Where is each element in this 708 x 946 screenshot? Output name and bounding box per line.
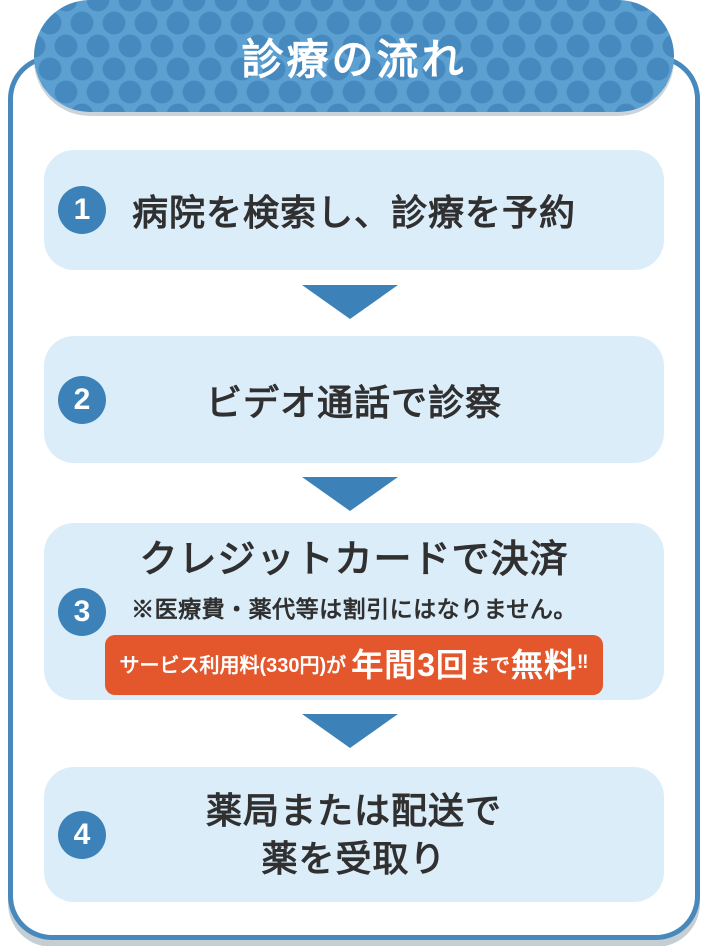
step-2-number-badge: 2 bbox=[58, 375, 106, 424]
page-title: 診療の流れ bbox=[241, 35, 467, 83]
step-1-title: 病院を検索し、診療を予約 bbox=[131, 192, 576, 233]
badge-highlight-free: 無料 bbox=[511, 647, 578, 683]
step-4-title-line1: 薬局または配送で bbox=[205, 789, 502, 831]
step-4-title-line2: 薬を受取り bbox=[261, 837, 447, 879]
badge-emphasis: ‼ bbox=[577, 652, 589, 673]
badge-highlight-times: 年間3回 bbox=[351, 647, 469, 683]
step-1-search-hospital: 1 病院を検索し、診療を予約 bbox=[44, 150, 664, 270]
badge-prefix: サービス利用料(330円)が bbox=[119, 654, 347, 677]
step-3-number-badge: 3 bbox=[58, 587, 106, 636]
header-banner: 診療の流れ bbox=[34, 0, 674, 112]
step-4-receive-medicine: 4 薬局または配送で 薬を受取り bbox=[44, 767, 664, 902]
step-3-note: ※医療費・薬代等は割引にはなりません。 bbox=[131, 596, 577, 622]
step-1-number-badge: 1 bbox=[58, 186, 106, 234]
free-service-badge: サービス利用料(330円)が 年間3回 まで 無料 ‼ bbox=[105, 635, 603, 695]
badge-connector: まで bbox=[470, 654, 510, 677]
step-2-video-consult: 2 ビデオ通話で診察 bbox=[44, 336, 664, 463]
step-4-number-badge: 4 bbox=[58, 810, 106, 859]
step-3-title: クレジットカードで決済 bbox=[139, 539, 569, 581]
step-3-credit-payment: 3 クレジットカードで決済 ※医療費・薬代等は割引にはなりません。 サービス利用… bbox=[44, 523, 664, 700]
step-2-title: ビデオ通話で診察 bbox=[205, 381, 502, 423]
